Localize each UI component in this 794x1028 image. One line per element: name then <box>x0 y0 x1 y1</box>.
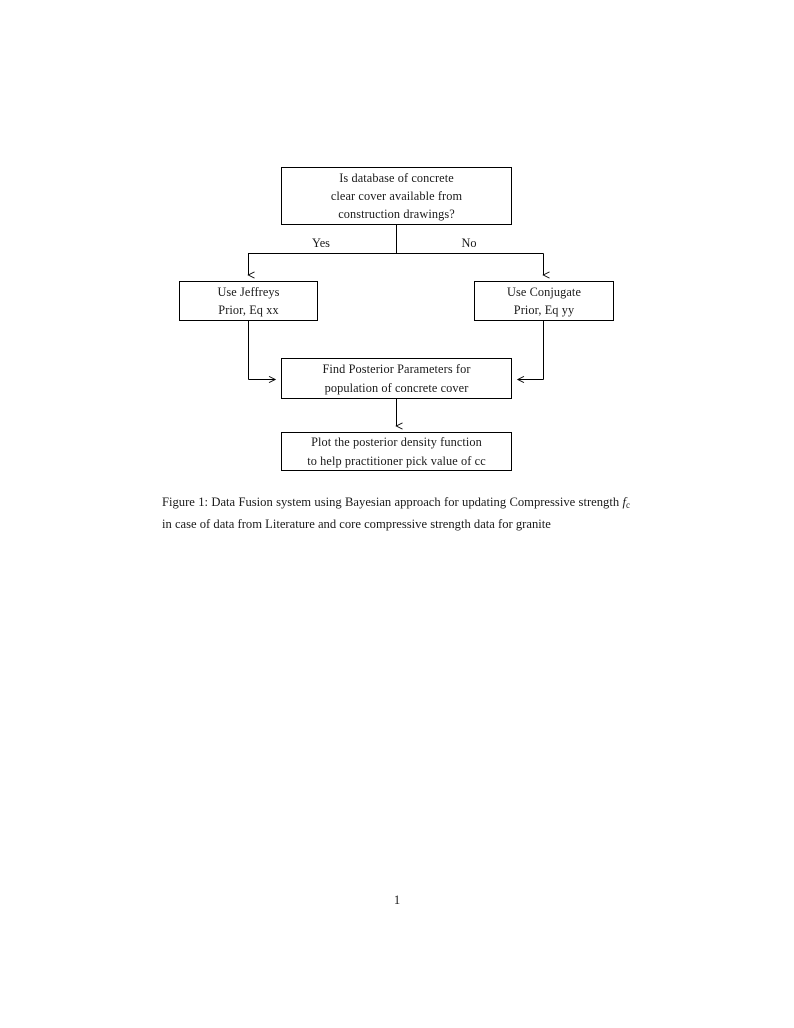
node-conjugate-line-1: Use Conjugate <box>506 284 582 299</box>
node-conjugate-line-2: Prior, Eq yy <box>513 303 575 317</box>
flowchart-node-find-posterior-parameters[interactable]: Find Posterior Parameters for population… <box>281 358 512 399</box>
node-decision-line-3: construction drawings? <box>338 207 455 222</box>
node-posterior-line-2: population of concrete cover <box>324 380 469 395</box>
node-plot-line-2: to help practitioner pick value of cc <box>307 453 486 468</box>
flowchart-node-jeffreys-prior[interactable]: Use Jeffreys Prior, Eq xx <box>179 281 318 321</box>
flowchart-node-decision[interactable]: Is database of concrete clear cover avai… <box>281 167 512 225</box>
node-plot-line-1: Plot the posterior density function <box>311 435 482 450</box>
node-posterior-line-1: Find Posterior Parameters for <box>322 362 471 377</box>
figure-flowchart: Is database of concrete clear cover avai… <box>0 0 794 490</box>
figure-caption-text-after: in case of data from Literature and core… <box>162 517 551 532</box>
figure-caption: Figure 1: Data Fusion system using Bayes… <box>162 493 630 535</box>
math-variable-base: f <box>622 495 626 509</box>
math-variable-subscript: c <box>625 499 630 510</box>
page-number: 1 <box>393 893 401 907</box>
node-jeffreys-line-2: Prior, Eq xx <box>218 303 279 317</box>
flowchart-node-conjugate-prior[interactable]: Use Conjugate Prior, Eq yy <box>474 281 614 321</box>
node-jeffreys-line-1: Use Jeffreys <box>217 284 280 299</box>
edge-label-no: No <box>461 236 477 250</box>
figure-caption-text-before: Data Fusion system using Bayesian approa… <box>208 495 623 509</box>
node-decision-line-2: clear cover available from <box>330 188 463 203</box>
flowchart-connectors <box>247 225 550 430</box>
flowchart-node-plot-posterior-density[interactable]: Plot the posterior density function to h… <box>281 432 512 471</box>
figure-caption-label: Figure 1: <box>162 495 209 509</box>
figure-caption-math-variable: fc <box>622 495 630 510</box>
node-decision-line-1: Is database of concrete <box>339 170 454 185</box>
edge-label-yes: Yes <box>312 236 330 250</box>
